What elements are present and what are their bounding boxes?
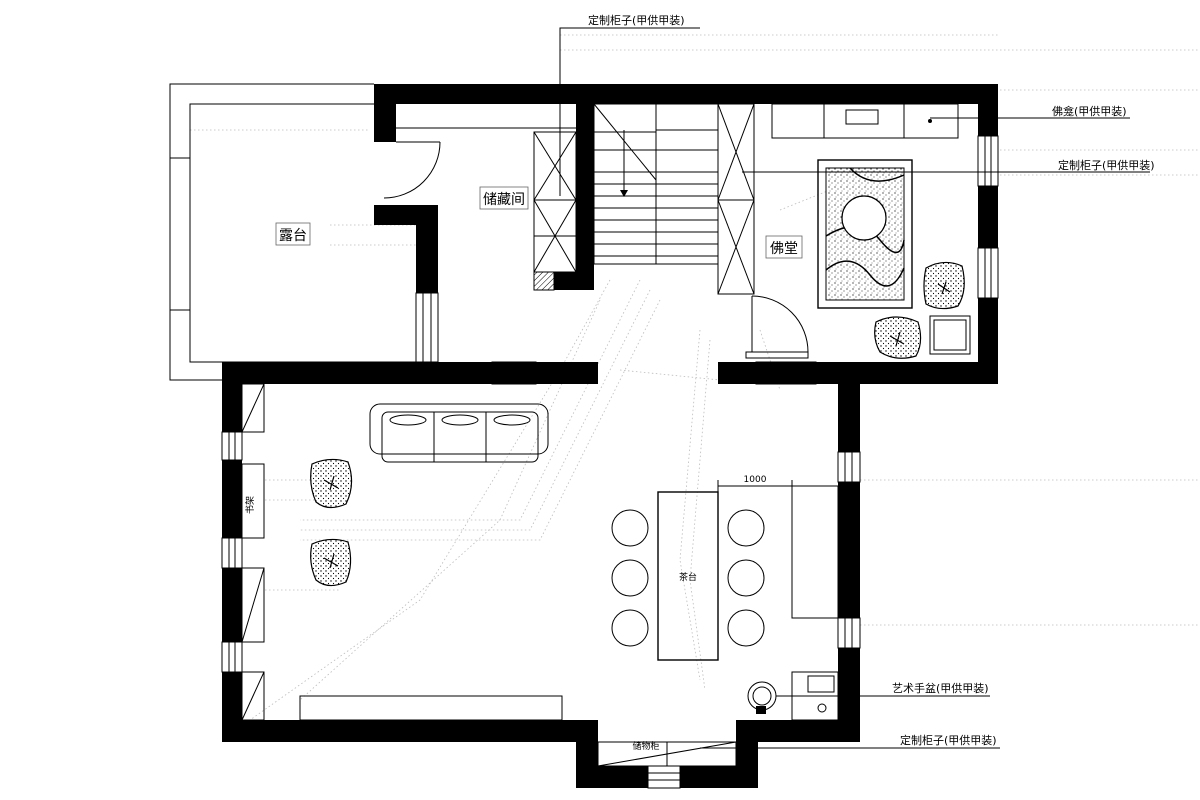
cushion-buddha-1 <box>923 261 965 310</box>
bench <box>299 695 563 721</box>
label-tea-table: 茶台 <box>679 571 697 583</box>
alcove-cabinet <box>597 741 737 767</box>
buddha-shrine <box>771 103 959 139</box>
chairs <box>611 509 765 647</box>
note-custom-cabinet-bottom: 定制柜子(甲供甲装) <box>900 733 997 747</box>
walls <box>222 84 998 788</box>
cushion-living-1 <box>310 458 353 509</box>
bookshelf <box>241 383 265 721</box>
staircase <box>593 103 719 265</box>
doors <box>383 127 809 359</box>
side-table <box>929 315 971 355</box>
dimension-line <box>717 480 793 492</box>
leader-lines <box>559 27 1150 749</box>
note-buddha-shrine: 佛龛(甲供甲装) <box>1052 104 1127 118</box>
annotations: 定制柜子(甲供甲装) 佛龛(甲供甲装) 定制柜子(甲供甲装) 艺术手盆(甲供甲装… <box>588 13 1155 747</box>
label-storage-cabinet: 储物柜 <box>632 740 659 752</box>
windows <box>221 135 999 789</box>
buddha-hall-cabinet <box>717 103 755 295</box>
label-bookshelf: 书架 <box>245 496 256 514</box>
storage-cabinets <box>533 131 577 273</box>
hatched-walls <box>491 271 817 385</box>
label-buddha-hall: 佛堂 <box>770 241 798 257</box>
cushion-buddha-2 <box>874 316 922 359</box>
guide-lines <box>190 34 1200 721</box>
label-storage-room: 储藏间 <box>483 192 525 208</box>
cushion-living-2 <box>310 538 352 587</box>
dimension-text: 1000 <box>744 475 767 485</box>
shrine-table <box>817 159 913 309</box>
note-custom-cabinet-top: 定制柜子(甲供甲装) <box>588 13 685 27</box>
note-custom-cabinet-right: 定制柜子(甲供甲装) <box>1058 158 1155 172</box>
tea-table <box>657 491 719 661</box>
room-labels: 露台 储藏间 佛堂 茶台 书架 储物柜 1000 <box>245 186 803 752</box>
label-terrace: 露台 <box>279 228 307 244</box>
note-art-basin: 艺术手盆(甲供甲装) <box>892 681 989 695</box>
side-bench <box>791 485 839 619</box>
sofa <box>369 403 549 463</box>
